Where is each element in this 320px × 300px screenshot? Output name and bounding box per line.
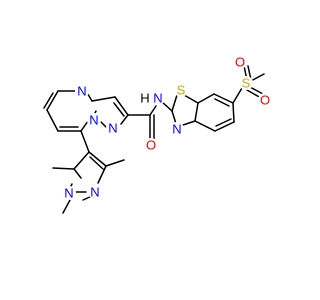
bond (215, 118, 232, 127)
svg-text:O: O (260, 93, 270, 108)
bond (46, 90, 59, 111)
atom-nitrogen: N (75, 84, 89, 99)
bond (91, 96, 116, 102)
atom-nitrogen-pyrazole-methyl: N (62, 186, 76, 201)
bond (120, 114, 129, 125)
bond (52, 167, 75, 170)
bond-lines (43, 65, 265, 214)
bond (194, 120, 216, 132)
atom-nitrogen-thiazole: N (170, 122, 184, 137)
bond (105, 159, 125, 167)
svg-text:N: N (153, 91, 162, 106)
bond (43, 92, 54, 109)
bond (114, 96, 129, 116)
atom-sulfur-sulfone: S (239, 76, 253, 91)
atom-nitrogen-nh: N (151, 91, 165, 106)
bond (97, 165, 107, 184)
atom-oxygen-sulfone: O (233, 55, 247, 70)
svg-text:O: O (235, 55, 245, 70)
atom-oxygen-amide: O (144, 138, 158, 153)
bond (194, 102, 199, 122)
bond (73, 168, 82, 179)
atom-oxygen-sulfone: O (258, 93, 272, 108)
atom-nitrogen: N (106, 121, 120, 136)
bond (62, 199, 71, 214)
bond (183, 94, 199, 104)
bond (80, 120, 89, 132)
svg-text:N: N (89, 113, 98, 128)
molecule-structure-diagram: N N N N H O S N (43, 55, 272, 214)
bond (89, 156, 104, 170)
svg-text:N: N (108, 121, 117, 136)
bond (80, 130, 90, 153)
bond (88, 151, 107, 167)
atom-hydrogen: H (139, 91, 151, 106)
atom-nitrogen-pyrazole: N (88, 185, 102, 200)
svg-text:S: S (177, 83, 186, 98)
bond (149, 105, 157, 116)
bond (246, 89, 262, 99)
bond (171, 94, 178, 112)
atom-nitrogen: N (87, 113, 101, 128)
svg-text:N: N (172, 122, 181, 137)
bond (214, 98, 230, 107)
bond (213, 93, 234, 104)
bond (113, 102, 125, 117)
bond (232, 102, 235, 123)
atom-sulfur-thiazole: S (174, 83, 188, 98)
svg-text:S: S (242, 76, 251, 91)
svg-text:H: H (140, 91, 149, 106)
bond (73, 151, 90, 170)
atom-labels: N N N N H O S N (62, 55, 272, 201)
bond (197, 93, 215, 104)
svg-text:O: O (146, 138, 156, 153)
bond (214, 121, 235, 132)
svg-text:N: N (90, 185, 99, 200)
svg-text:N: N (64, 186, 73, 201)
svg-text:N: N (77, 84, 86, 99)
bond (232, 87, 243, 104)
bond (46, 109, 59, 132)
